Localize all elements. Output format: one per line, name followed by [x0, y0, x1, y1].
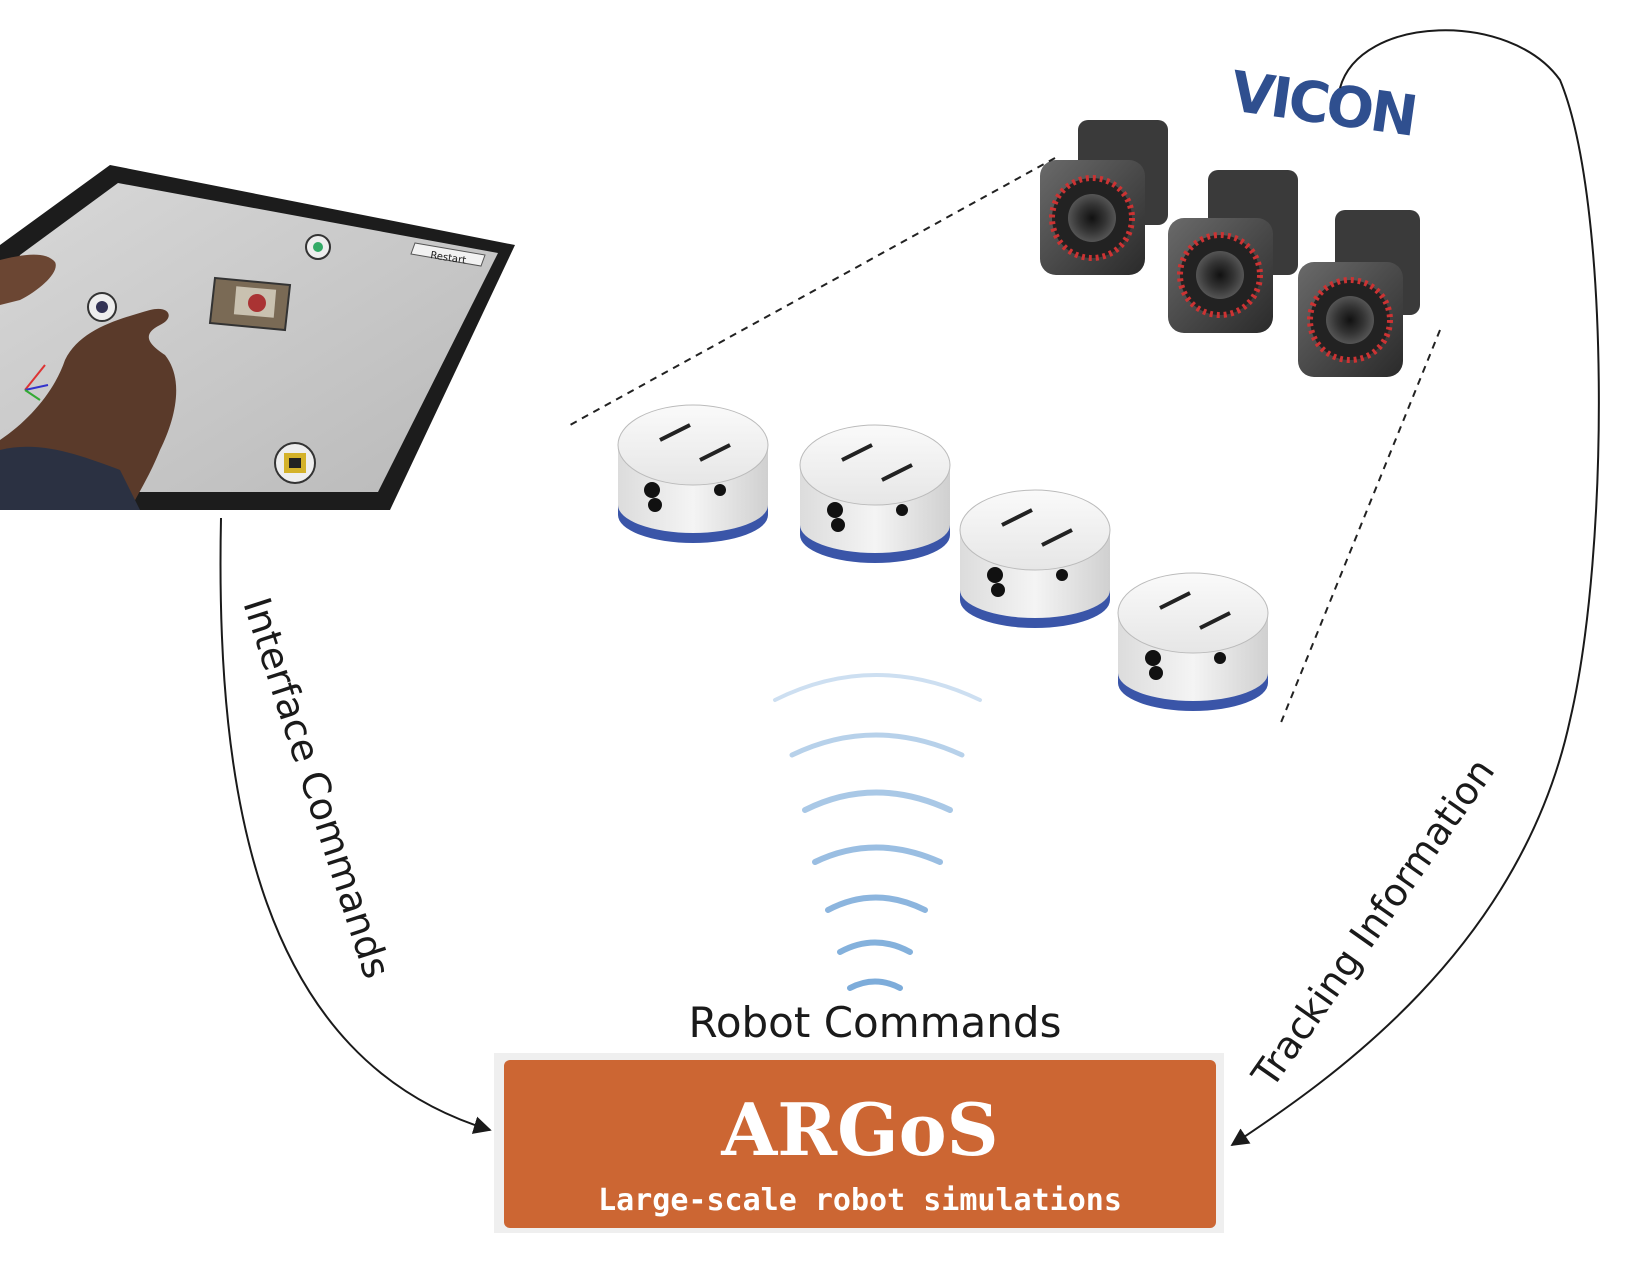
interface-commands-label: Interface Commands [234, 592, 399, 983]
svg-text:VICON: VICON [1227, 59, 1419, 149]
argos-title: ARGoS [720, 1087, 998, 1172]
robot [959, 489, 1111, 628]
robot [1117, 572, 1269, 711]
vicon-camera [1298, 210, 1420, 377]
wireless-signal-icon [773, 673, 982, 991]
robot [617, 404, 769, 543]
robot-commands-label: Robot Commands [689, 998, 1062, 1047]
screen-robot-token [87, 292, 117, 322]
hand-icon [0, 254, 177, 510]
tablet-device: Restart [0, 165, 515, 510]
tracking-information-label: Tracking Information [1243, 750, 1503, 1096]
argos-box: ARGoS Large-scale robot simulations [494, 1053, 1224, 1233]
vicon-logo: VICON [1227, 59, 1419, 149]
tracking-information-arrow [1230, 29, 1600, 1146]
virtual-object-icon [208, 276, 292, 332]
vicon-camera [1040, 120, 1168, 275]
camera-view-line [1279, 329, 1441, 726]
interface-commands-arrow [219, 517, 492, 1134]
screen-robot-token [274, 442, 316, 484]
camera-view-line [569, 157, 1056, 426]
screen-robot-token [305, 234, 331, 260]
robot [799, 424, 951, 563]
argos-subtitle: Large-scale robot simulations [598, 1183, 1122, 1218]
axis-gizmo-icon [24, 364, 49, 401]
vicon-camera [1168, 170, 1298, 333]
